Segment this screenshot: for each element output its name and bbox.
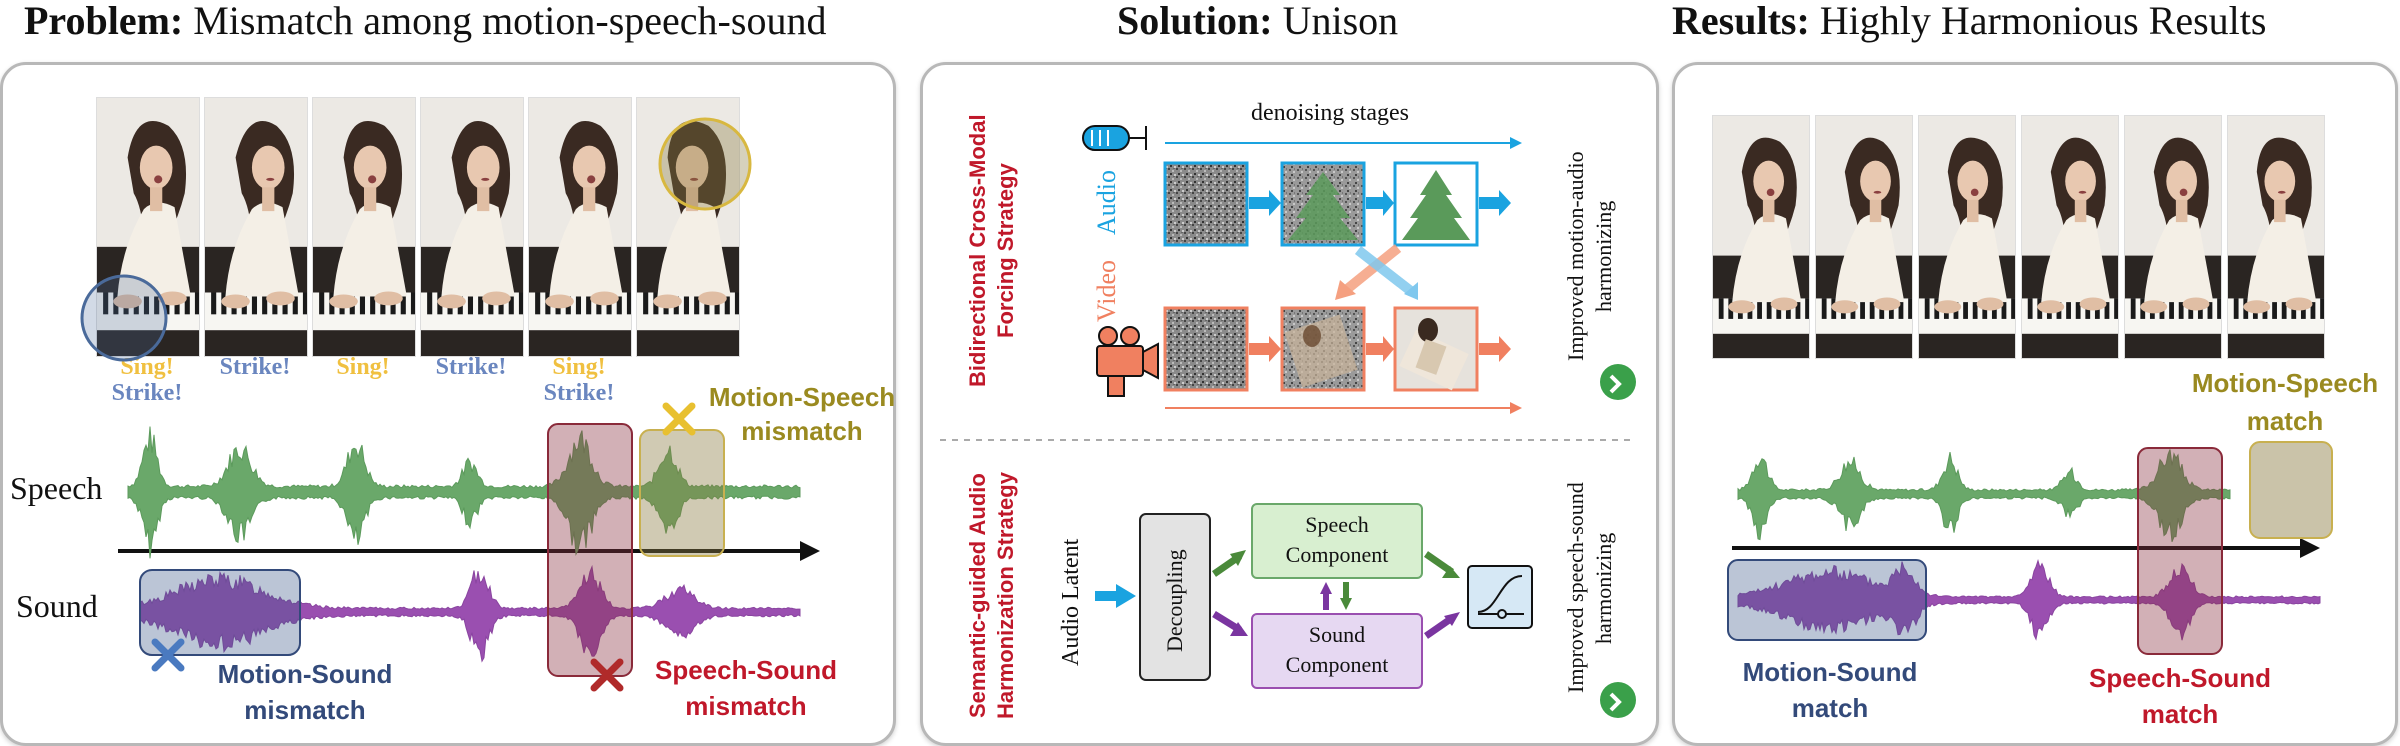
check-icon: [1600, 364, 1636, 400]
video-frame: [1815, 115, 1913, 359]
cross-icon: [590, 658, 624, 692]
denoising-stages-label: denoising stages: [1251, 100, 1409, 126]
cross-icon: [662, 402, 696, 436]
video-frame: [204, 97, 308, 357]
sound-component-label: Sound Component: [1285, 622, 1389, 677]
motion-sound-match-box: [1727, 559, 1927, 641]
video-frame: [2124, 115, 2222, 359]
video-frame: [1712, 115, 1810, 359]
sound-waveform: [139, 564, 801, 663]
video-frame: [420, 97, 524, 357]
speech-sound-box: [547, 423, 633, 677]
video-frame: [2227, 115, 2325, 359]
speech-sound-mismatch-label: Speech-Sound mismatch: [654, 655, 837, 721]
motion-speech-match-label: Motion-Speech match: [2191, 368, 2379, 436]
camera-icon: [1096, 326, 1159, 397]
problem-title: Problem: Mismatch among motion-speech-so…: [24, 0, 827, 43]
speech-component-label: Speech Component: [1285, 512, 1389, 567]
video-frame: [96, 97, 200, 357]
results-title: Results: Highly Harmonious Results: [1672, 0, 2267, 43]
motion-speech-box: [639, 429, 725, 557]
microphone-icon: [1082, 125, 1147, 151]
video-frame: [528, 97, 632, 357]
frame-action-label: Strike!: [111, 380, 183, 406]
video-frame: [312, 97, 416, 357]
hand-highlight-circle: [80, 274, 168, 362]
frame-action-label: Strike!: [543, 380, 615, 406]
video-frame: [2021, 115, 2119, 359]
speech-sound-match-label: Speech-Sound match: [2088, 663, 2271, 729]
speech-sound-match-box: [2137, 447, 2223, 655]
cross-icon: [151, 638, 185, 672]
solution-title: Solution: Unison: [1117, 0, 1399, 43]
sound-waveform: [1737, 558, 2321, 641]
video-frame: [1918, 115, 2016, 359]
frame-action-label: Sing!: [336, 354, 390, 380]
motion-speech-match-box: [2249, 441, 2333, 539]
motion-speech-mismatch-label: Motion-Speech mismatch: [708, 382, 896, 446]
sound-row-label: Sound: [16, 588, 98, 624]
mixer-icon: [1467, 565, 1533, 629]
speech-waveform: [127, 426, 801, 559]
frame-action-label: Strike!: [435, 354, 507, 380]
check-icon: [1600, 682, 1636, 718]
frame-action-label: Strike!: [219, 354, 291, 380]
motion-sound-match-label: Motion-Sound match: [1742, 657, 1918, 723]
mouth-highlight-circle: [658, 117, 752, 211]
motion-sound-box: [139, 569, 301, 656]
motion-sound-mismatch-label: Motion-Sound mismatch: [217, 659, 393, 725]
speech-row-label: Speech: [10, 470, 103, 506]
speech-waveform: [1737, 449, 2231, 542]
frame-action-label: Sing!: [552, 354, 606, 380]
